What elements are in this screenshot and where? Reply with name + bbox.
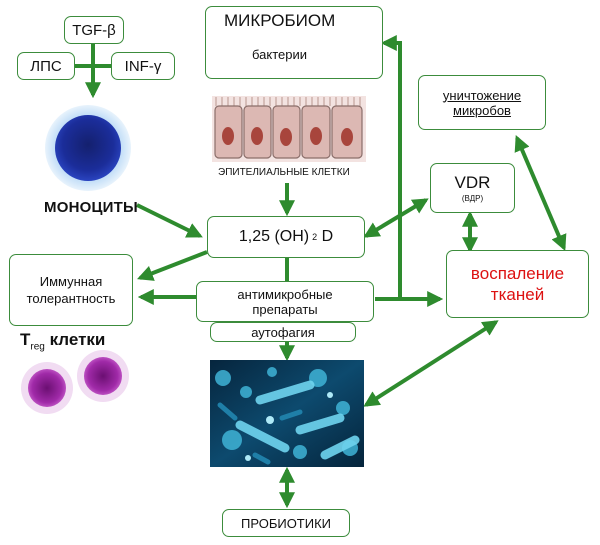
arrow-inflammation-bacteria <box>363 320 499 407</box>
antimicrobial-line2: препараты <box>252 301 318 317</box>
probiotics-box: ПРОБИОТИКИ <box>222 509 350 537</box>
autophagy-box: аутофагия <box>210 322 356 342</box>
immune-tolerance-line2: толерантность <box>26 291 116 306</box>
lps-label: ЛПС <box>30 57 62 75</box>
arrow-monocytes-to-vitd <box>136 203 203 238</box>
vdr-title: VDR <box>454 173 491 192</box>
microbe-destruction-line2: микробов <box>453 102 511 118</box>
inflammation-line1: воспаление <box>470 264 565 283</box>
epithelial-cells-label: ЭПИТЕЛИАЛЬНЫЕ КЛЕТКИ <box>218 167 350 178</box>
treg-label: Treg клетки <box>20 330 105 352</box>
monocytes-label: МОНОЦИТЫ <box>44 199 138 216</box>
connectors <box>75 35 567 509</box>
tgf-beta-label: TGF-β <box>72 21 116 39</box>
treg-cells-image <box>21 350 129 414</box>
antimicrobial-box: антимикробные препараты <box>196 281 374 322</box>
monocyte-cell <box>45 105 131 191</box>
treg-subscript: reg <box>30 341 45 353</box>
tgf-beta-box: TGF-β <box>64 16 124 44</box>
immune-tolerance-box: Иммунная толерантность <box>9 254 133 326</box>
vitamin-d-box: 1,25 (OH)2 D <box>207 216 365 258</box>
arrow-to-microbiome <box>380 35 402 299</box>
arrow-vitd-to-tolerance <box>137 250 208 281</box>
microbe-destruction-box: уничтожение микробов <box>418 75 546 130</box>
vdr-subtitle: (ВДР) <box>461 194 484 203</box>
arrow-vitd-vdr <box>363 198 429 238</box>
antimicrobial-line1: антимикробные <box>237 286 333 302</box>
inf-gamma-label: INF-γ <box>124 57 162 75</box>
inflammation-line2: тканей <box>490 285 545 304</box>
microbe-destruction-line1: уничтожение <box>442 87 522 103</box>
inf-gamma-box: INF-γ <box>111 52 175 80</box>
autophagy-label: аутофагия <box>251 324 315 340</box>
treg-word: клетки <box>44 330 106 349</box>
vitamin-d-subscript: 2 <box>312 232 318 242</box>
inflammation-box: воспаление тканей <box>446 250 589 318</box>
immune-tolerance-line1: Иммунная <box>39 274 103 289</box>
treg-letter: T <box>20 330 31 349</box>
vitamin-d-main: 1,25 (OH) <box>238 228 310 245</box>
bacteria-colony-image <box>210 360 364 467</box>
probiotics-label: ПРОБИОТИКИ <box>240 515 332 531</box>
microbiome-box: МИКРОБИОМ бактерии <box>205 6 383 79</box>
vitamin-d-tail: D <box>317 228 334 245</box>
lps-box: ЛПС <box>17 52 75 80</box>
bacteria-label: бактерии <box>252 47 308 62</box>
epithelial-cells-image <box>212 96 366 162</box>
microbiome-title: МИКРОБИОМ <box>224 11 336 30</box>
vdr-box: VDR (ВДР) <box>430 163 515 213</box>
arrow-destruction-inflammation <box>514 135 567 251</box>
